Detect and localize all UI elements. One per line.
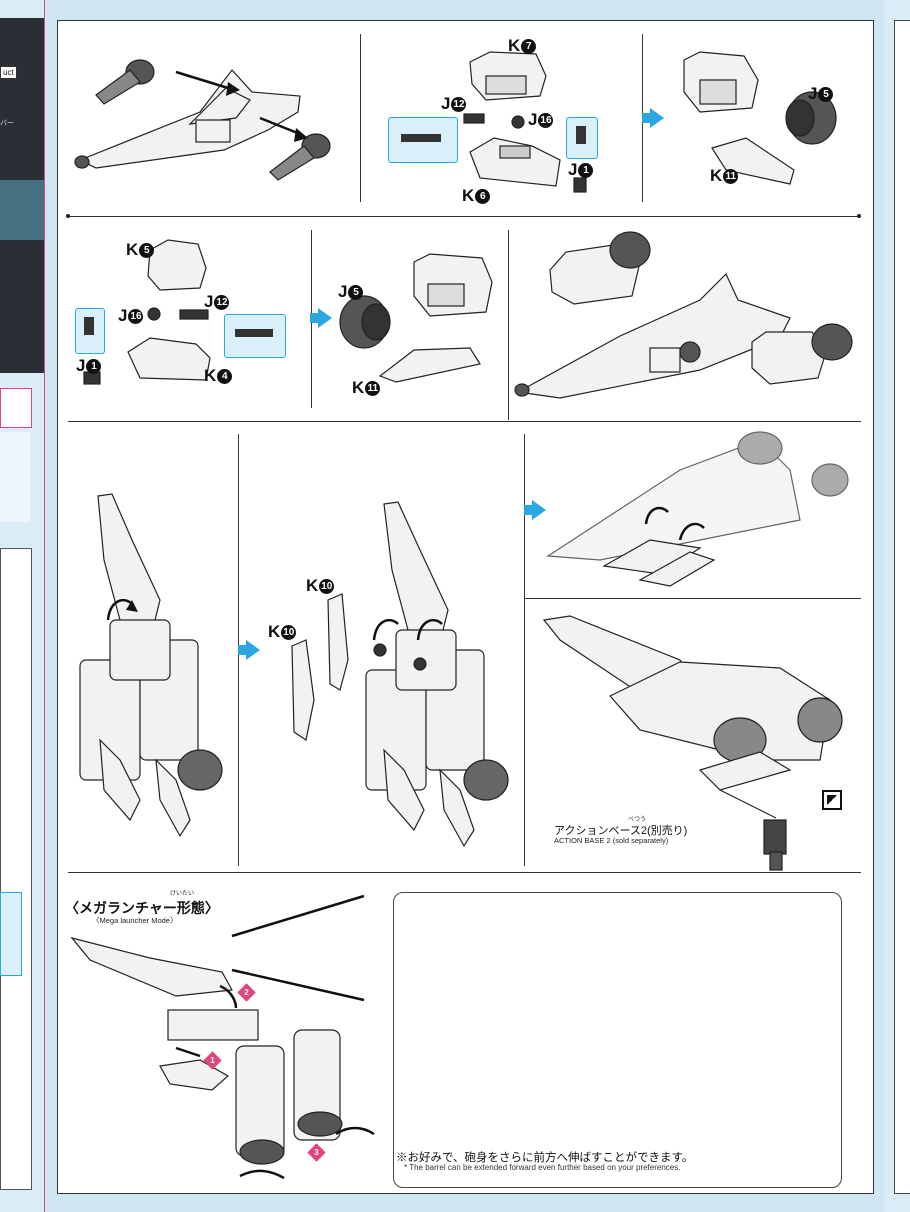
row-divider-2 [68,421,861,422]
part-detail-callout [224,314,286,358]
part-detail-callout [75,308,105,354]
action-base-label-en: ACTION BASE 2 (sold separately) [554,836,669,845]
note-jp: ※お好みで、砲身をさらに前方へ伸ばすことができます。 [396,1152,694,1164]
step-marker-1: 1 [203,1051,222,1070]
step-marker-3: 3 [307,1143,326,1162]
step-number: 2 [244,988,249,997]
row-divider-3 [68,872,861,873]
part-letter: K [126,240,139,259]
part-number: 5 [348,285,364,300]
part-number: 11 [723,169,739,184]
divider-dot [857,214,861,218]
part-detail-icon [84,317,94,335]
part-letter: J [528,110,538,129]
part-detail-icon [235,329,273,337]
part-letter: J [76,356,86,375]
part-number: 1 [578,163,594,178]
step-arrow-icon [310,308,332,328]
part-letter: K [204,366,217,385]
left-margin-line [44,0,45,1212]
right-sheet-edge [894,20,910,1194]
step-number: 1 [210,1056,215,1065]
note-en: * The barrel can be extended forward eve… [404,1163,681,1172]
left-white-panel [0,548,32,1190]
part-letter: K [306,576,319,595]
part-detail-callout [388,117,458,163]
part-letter: J [441,94,451,113]
mode-title: 〈メガランチャー形態〉 [65,900,219,916]
col-divider [360,34,361,202]
part-letter: K [508,36,521,55]
col-divider [524,434,525,866]
row-divider-1 [68,216,861,217]
part-number: 11 [365,381,381,396]
part-letter: J [808,84,818,103]
part-number: 10 [281,625,297,640]
part-number: 5 [139,243,155,258]
right-page-edge [884,0,910,1212]
divider-dot [66,214,70,218]
part-letter: K [352,378,365,397]
step-number: 3 [314,1148,319,1157]
part-letter: J [568,160,578,179]
subpanel-divider [524,598,861,599]
left-pink-box [0,388,32,428]
left-light-box [0,432,30,522]
part-number: 5 [818,87,834,102]
part-detail-icon [401,134,441,142]
left-callout [0,892,22,976]
step-marker-2: 2 [237,983,256,1002]
action-base-ruby: べつう [628,817,647,823]
part-number: 10 [319,579,335,594]
detail-inset-panel [393,892,842,1188]
part-letter: J [338,282,348,301]
step-arrow-icon [238,640,260,660]
part-detail-callout [566,117,598,159]
col-divider [508,230,509,420]
left-page-edge: uct バー [0,0,44,1212]
step-arrow-icon [642,108,664,128]
mode-title-ruby: けいたい [170,891,195,897]
part-number: 12 [214,295,230,310]
part-number: 6 [475,189,491,204]
left-product-tag: uct [0,66,17,79]
part-number: 12 [451,97,467,112]
stand-icon [822,790,842,810]
left-photo [0,180,44,240]
part-letter: K [462,186,475,205]
part-number: 16 [128,309,144,324]
mode-subtitle: 〈Mega launcher Mode〉 [92,916,178,925]
part-letter: K [710,166,723,185]
part-number: 4 [217,369,233,384]
part-number: 7 [521,39,537,54]
left-dash-text: バー [0,120,14,127]
part-detail-icon [576,126,586,144]
stand-icon-mark [827,795,837,805]
step-arrow-icon [524,500,546,520]
part-number: 16 [538,113,554,128]
part-letter: J [204,292,214,311]
part-letter: J [118,306,128,325]
action-base-label-jp: アクションベース2(別売り) [554,825,688,837]
part-letter: K [268,622,281,641]
part-number: 1 [86,359,102,374]
